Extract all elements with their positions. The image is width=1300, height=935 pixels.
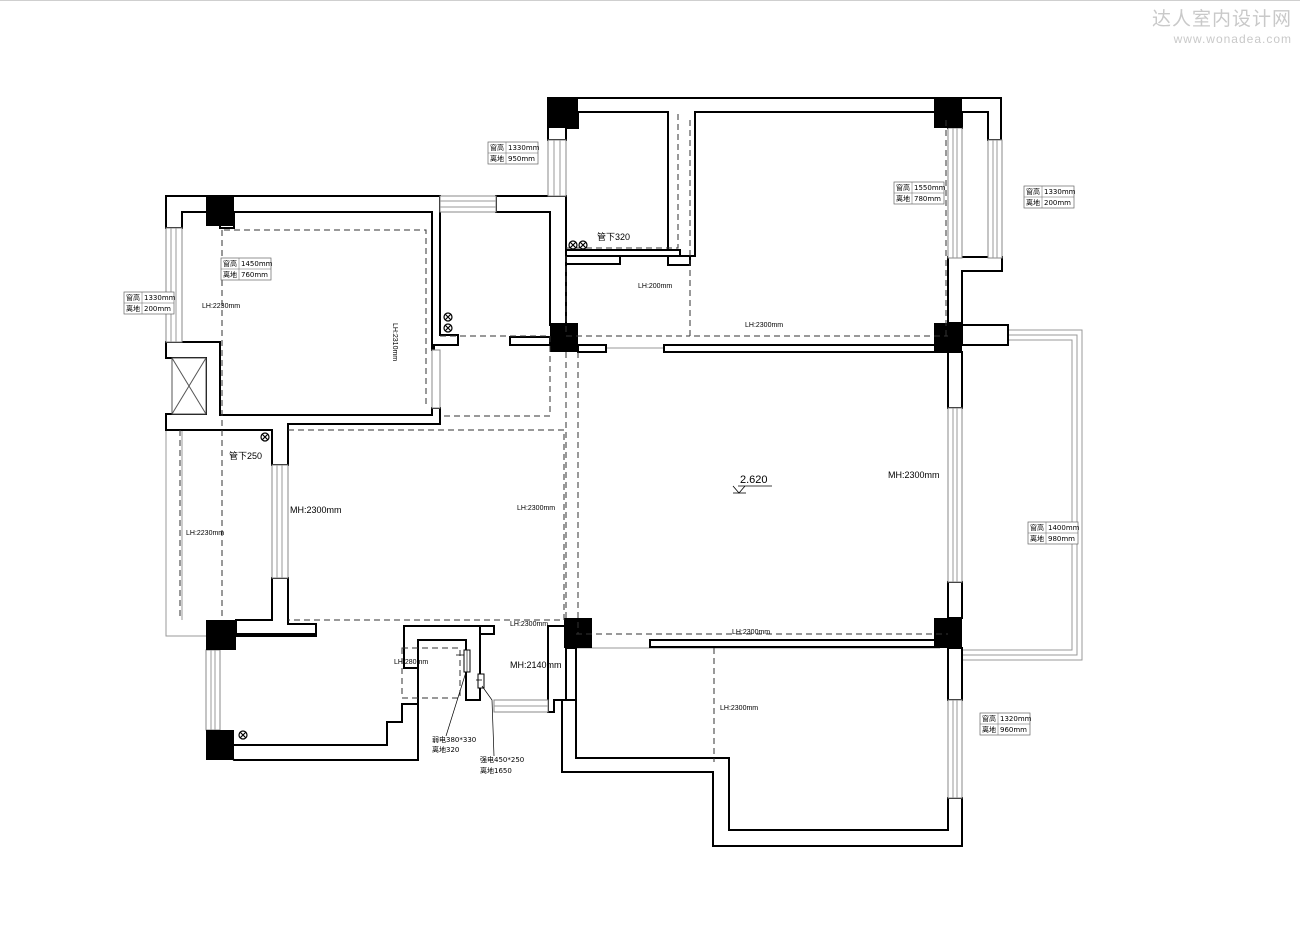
lh-2300-mid-label: LH:2300mm bbox=[517, 505, 555, 512]
window-tag-3: 窗高 1330mm 离地 200mm bbox=[1023, 185, 1076, 209]
pipe-symbol-6 bbox=[238, 730, 248, 740]
windows bbox=[165, 127, 1003, 799]
watermark: 达人室内设计网 www.wonadea.com bbox=[1152, 4, 1292, 46]
svg-text:1330mm: 1330mm bbox=[144, 294, 176, 302]
lh-2230-a-label: LH:2230mm bbox=[202, 303, 240, 310]
svg-text:200mm: 200mm bbox=[144, 305, 171, 313]
svg-text:离地: 离地 bbox=[1030, 534, 1044, 543]
svg-text:780mm: 780mm bbox=[914, 195, 941, 203]
lh-2300-top-label: LH:2300mm bbox=[745, 322, 783, 329]
window-tag-1: 窗高 1330mm 离地 950mm bbox=[487, 141, 540, 165]
pipe-symbol-5 bbox=[260, 432, 270, 442]
window-tag-2: 窗高 1550mm 离地 780mm bbox=[893, 181, 946, 205]
shaft-symbol bbox=[171, 357, 207, 415]
svg-text:窗高: 窗高 bbox=[223, 259, 237, 268]
lh-2300-bottom-label: LH:2300mm bbox=[720, 705, 758, 712]
watermark-url: www.wonadea.com bbox=[1173, 32, 1292, 46]
electrical-labels: 弱电380*330 离地320 强电450*250 离地1650 bbox=[432, 735, 524, 775]
svg-text:离地: 离地 bbox=[126, 304, 140, 313]
mh-right-label: MH:2300mm bbox=[888, 470, 940, 480]
columns bbox=[206, 98, 962, 760]
pipe-symbol-2 bbox=[578, 240, 588, 250]
svg-text:离地: 离地 bbox=[896, 194, 910, 203]
svg-text:980mm: 980mm bbox=[1048, 535, 1075, 543]
svg-text:窗高: 窗高 bbox=[126, 293, 140, 302]
svg-text:1330mm: 1330mm bbox=[508, 144, 540, 152]
pipe-symbol-3 bbox=[443, 312, 453, 322]
weak-current-size: 弱电380*330 bbox=[432, 735, 476, 744]
window-tag-7: 窗高 1320mm 离地 960mm bbox=[979, 712, 1032, 736]
svg-text:200mm: 200mm bbox=[1044, 199, 1071, 207]
svg-text:窗高: 窗高 bbox=[490, 143, 504, 152]
strong-current-size: 强电450*250 bbox=[480, 755, 524, 764]
ceiling-dashed-lines bbox=[179, 112, 948, 762]
lh-2230-b-label: LH:2230mm bbox=[186, 530, 224, 537]
svg-text:960mm: 960mm bbox=[1000, 726, 1027, 734]
svg-text:窗高: 窗高 bbox=[982, 714, 996, 723]
svg-text:950mm: 950mm bbox=[508, 155, 535, 163]
pipe-symbol-4 bbox=[443, 323, 453, 333]
mh-left-label: MH:2300mm bbox=[290, 505, 342, 515]
svg-text:离地: 离地 bbox=[1026, 198, 1040, 207]
svg-text:离地: 离地 bbox=[490, 154, 504, 163]
height-labels: MH:2300mm MH:2300mm MH:2140mm LH:2230mm … bbox=[186, 283, 940, 712]
balcony-railing bbox=[960, 329, 1083, 661]
lh-2310-label: LH:2310mm bbox=[391, 323, 398, 361]
level-text: 2.620 bbox=[740, 474, 768, 486]
svg-text:窗高: 窗高 bbox=[1030, 523, 1044, 532]
pipe-symbols bbox=[238, 240, 588, 740]
electrical-boxes bbox=[445, 649, 495, 757]
window-tag-4: 窗高 1450mm 离地 760mm bbox=[220, 257, 273, 281]
lh-200-label: LH:200mm bbox=[638, 283, 672, 290]
svg-text:1320mm: 1320mm bbox=[1000, 715, 1032, 723]
svg-text:1450mm: 1450mm bbox=[241, 260, 273, 268]
walls bbox=[165, 97, 1009, 847]
top-border-line bbox=[0, 0, 1300, 1]
svg-text:离地: 离地 bbox=[223, 270, 237, 279]
svg-text:1550mm: 1550mm bbox=[914, 184, 946, 192]
svg-text:760mm: 760mm bbox=[241, 271, 268, 279]
pipe-labels: 管下320 管下250 bbox=[229, 231, 630, 461]
lh-280-label: LH:280mm bbox=[394, 659, 428, 666]
svg-text:1400mm: 1400mm bbox=[1048, 524, 1080, 532]
strong-current-height: 离地1650 bbox=[480, 766, 512, 775]
pipe-320-label: 管下320 bbox=[597, 231, 630, 242]
window-tags: 窗高 1330mm 离地 950mm 窗高 1550mm 离地 780mm 窗高… bbox=[123, 141, 1080, 736]
lh-2300-hall-b-label: LH:2300mm bbox=[732, 629, 770, 636]
lh-2300-hall-a-label: LH:2300mm bbox=[510, 621, 548, 628]
svg-text:窗高: 窗高 bbox=[1026, 187, 1040, 196]
mh-bottom-label: MH:2140mm bbox=[510, 660, 562, 670]
pipe-250-label: 管下250 bbox=[229, 450, 262, 461]
watermark-title: 达人室内设计网 bbox=[1151, 8, 1292, 30]
svg-text:窗高: 窗高 bbox=[896, 183, 910, 192]
pipe-symbol-1 bbox=[568, 240, 578, 250]
weak-current-height: 离地320 bbox=[432, 745, 459, 754]
window-tag-6: 窗高 1400mm 离地 980mm bbox=[1027, 521, 1080, 545]
svg-text:1330mm: 1330mm bbox=[1044, 188, 1076, 196]
window-tag-5: 窗高 1330mm 离地 200mm bbox=[123, 291, 176, 315]
svg-text:离地: 离地 bbox=[982, 725, 996, 734]
level-marker: 2.620 bbox=[732, 474, 772, 494]
